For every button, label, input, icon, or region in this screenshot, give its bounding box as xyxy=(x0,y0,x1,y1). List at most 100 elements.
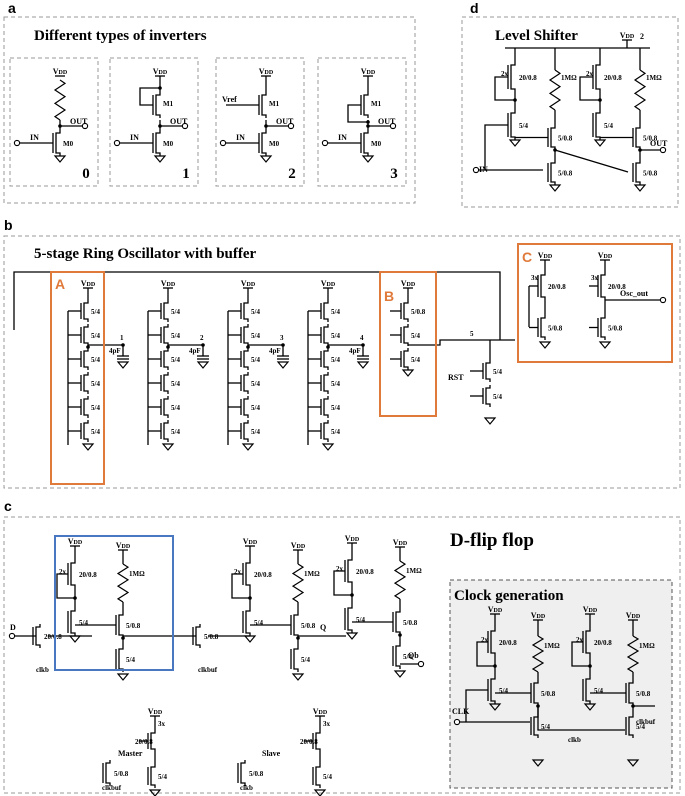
vdd-subscript: DD xyxy=(265,70,274,76)
vdd-label: VDD xyxy=(68,537,83,546)
wire xyxy=(155,92,161,118)
label: 5/0.8 xyxy=(204,633,219,641)
label: 1MΩ xyxy=(406,567,422,575)
label: IN xyxy=(130,133,139,142)
vdd-subscript: DD xyxy=(154,710,163,716)
clock-generation-frame xyxy=(449,579,673,789)
wire xyxy=(70,560,76,588)
label: clkbuf xyxy=(198,666,218,674)
label: 3x xyxy=(323,720,331,728)
box-b-outline xyxy=(379,271,437,417)
wire xyxy=(579,76,600,101)
label: 5/4 xyxy=(251,380,260,388)
vdd-label: VDD xyxy=(241,279,256,288)
label: 20/0.8 xyxy=(608,283,626,291)
label: 20/0.8 xyxy=(519,74,537,82)
vdd-label: VDD xyxy=(313,707,328,716)
ground-icon xyxy=(259,155,273,163)
terminal-icon xyxy=(472,166,480,174)
vdd-subscript: DD xyxy=(87,282,96,288)
label: 2x xyxy=(59,568,67,576)
wire xyxy=(243,300,249,322)
vdd-label: VDD xyxy=(81,279,96,288)
wire xyxy=(403,348,409,370)
panel-a-letter: a xyxy=(8,0,16,16)
vdd-subscript: DD xyxy=(351,537,360,543)
label: Slave xyxy=(262,749,281,758)
vdd-label: VDD xyxy=(53,67,68,76)
ground-icon xyxy=(531,759,545,767)
box-c-label: C xyxy=(522,249,532,265)
wire xyxy=(635,160,641,185)
ground-icon xyxy=(313,789,327,796)
wire xyxy=(261,130,267,156)
resistor-icon xyxy=(626,635,640,673)
box-b-label: B xyxy=(384,288,394,304)
label: 5/4 xyxy=(171,308,180,316)
wire xyxy=(510,62,516,92)
label: 5/0.8 xyxy=(558,135,573,143)
wire xyxy=(628,680,634,706)
label: 5/0.8 xyxy=(411,308,426,316)
vdd-subscript: DD xyxy=(589,608,598,614)
vdd-label: VDD xyxy=(116,541,131,550)
label: IN xyxy=(236,133,245,142)
label: 5/4 xyxy=(79,619,88,627)
label: 20/0.8 xyxy=(79,571,97,579)
label: 5/0.8 xyxy=(126,622,141,630)
vdd-label: VDD xyxy=(488,605,503,614)
label: 3 xyxy=(280,334,284,342)
ground-icon xyxy=(321,443,335,451)
label: OUT xyxy=(170,117,188,126)
label: 20/0.8 xyxy=(604,74,622,82)
wire xyxy=(585,628,591,656)
label: 3x xyxy=(531,274,539,282)
panel-c-frame xyxy=(3,516,681,794)
ground-icon xyxy=(116,673,130,681)
wire xyxy=(118,646,124,672)
wire xyxy=(70,608,76,636)
label: 5/4 xyxy=(331,428,340,436)
vdd-subscript: DD xyxy=(319,710,328,716)
junction-dot xyxy=(246,345,250,349)
label: CLK xyxy=(452,707,470,716)
junction-dot xyxy=(588,664,592,668)
label: 5/4 xyxy=(251,356,260,364)
wire xyxy=(347,605,353,633)
label: M0 xyxy=(63,140,74,148)
label: 20/0.8 xyxy=(499,639,517,647)
label: 5/4 xyxy=(91,356,100,364)
ground-icon xyxy=(401,369,415,377)
label: M0 xyxy=(269,140,280,148)
wire xyxy=(490,676,496,704)
wire xyxy=(83,420,89,442)
wire xyxy=(537,706,625,731)
label: 5/4 xyxy=(171,380,180,388)
inverter-type-index: 3 xyxy=(390,166,398,182)
wire xyxy=(163,396,169,418)
ground-icon xyxy=(148,789,162,796)
wire xyxy=(323,324,329,346)
label: 4pF xyxy=(349,347,361,355)
vdd-subscript: DD xyxy=(632,614,641,620)
label: 5/0.8 xyxy=(301,622,316,630)
label: Qb xyxy=(408,651,419,660)
panel-c-letter: c xyxy=(4,498,12,514)
label: 5/4 xyxy=(254,619,263,627)
label: 5/4 xyxy=(499,687,508,695)
wire xyxy=(600,315,606,340)
label: 5/4 xyxy=(331,332,340,340)
label: 20/0.8 xyxy=(548,283,566,291)
label: 20/0.8 xyxy=(300,738,318,746)
wire xyxy=(231,573,250,599)
wire xyxy=(395,609,401,635)
wire xyxy=(323,396,329,418)
terminal-icon xyxy=(453,718,461,726)
resistor-icon xyxy=(393,560,407,600)
wire xyxy=(494,76,515,101)
label: 5/4 xyxy=(91,428,100,436)
wire xyxy=(323,300,329,322)
inverter-type-index: 0 xyxy=(82,166,90,182)
vdd-label: VDD xyxy=(259,67,274,76)
